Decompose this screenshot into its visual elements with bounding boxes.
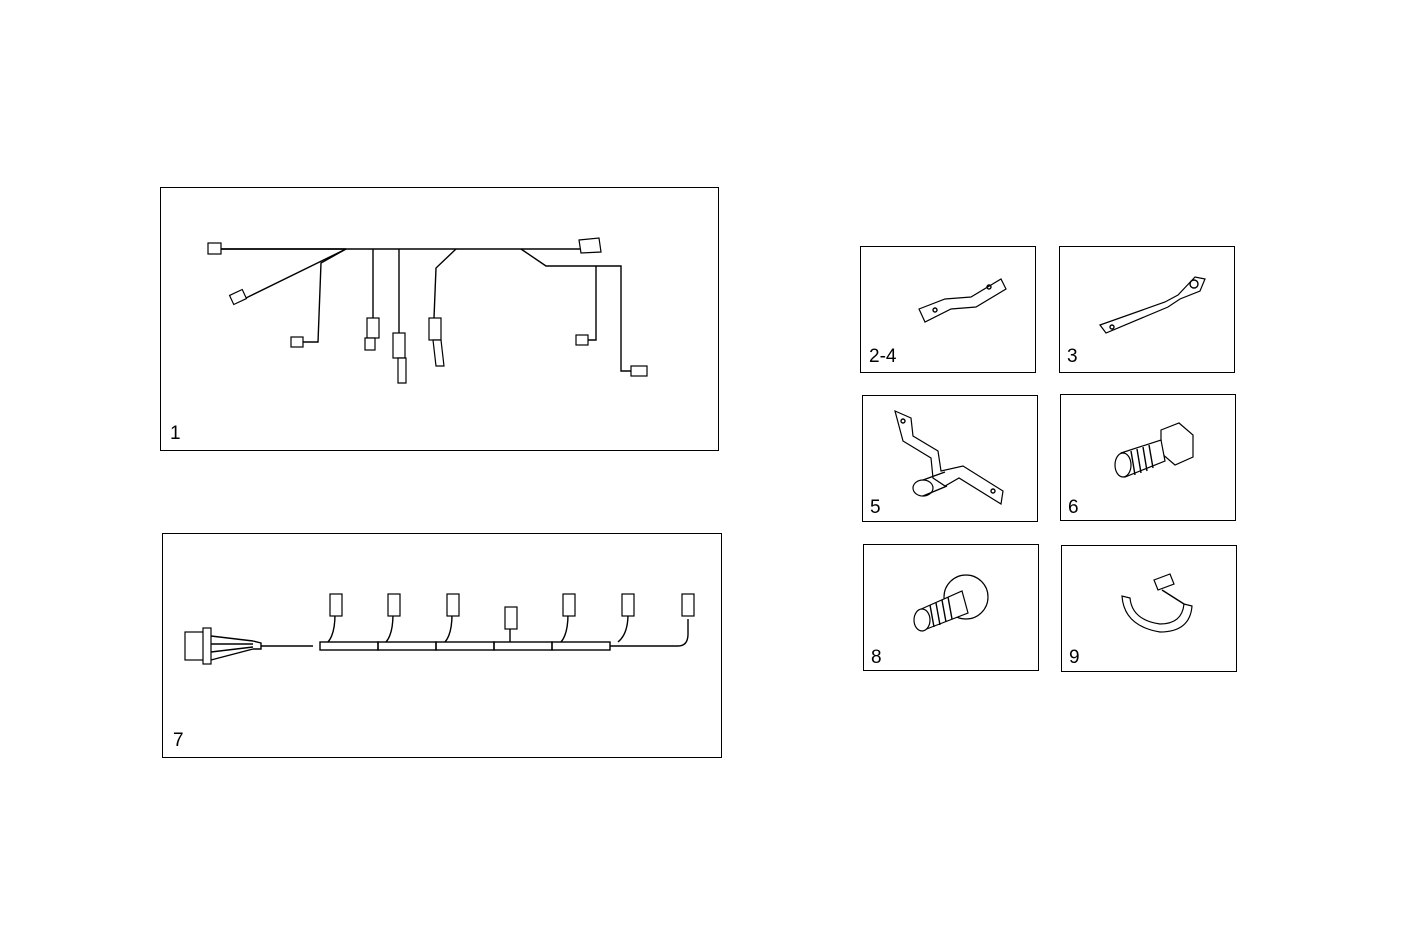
- part-panel-injector-harness[interactable]: 7: [162, 533, 722, 758]
- part-number-label: 9: [1069, 647, 1080, 668]
- part-number-label: 2-4: [869, 346, 897, 367]
- flange-bolt-icon: [913, 574, 989, 632]
- connector-harness-icon: [184, 593, 695, 665]
- hex-bolt-icon: [1114, 422, 1194, 478]
- cable-tie-icon: [1121, 573, 1193, 633]
- part-number-label: 1: [170, 423, 181, 444]
- bent-bracket-icon: [894, 409, 1004, 505]
- part-panel-flange-bolt[interactable]: 8: [863, 544, 1039, 671]
- wire-harness-icon: [207, 237, 648, 384]
- part-panel-harness-main[interactable]: 1: [160, 187, 719, 451]
- part-panel-bracket-b[interactable]: 3: [1059, 246, 1235, 373]
- part-number-label: 3: [1067, 346, 1078, 367]
- part-panel-bracket-a[interactable]: 2-4: [860, 246, 1036, 373]
- part-panel-bracket-c[interactable]: 5: [862, 395, 1038, 522]
- strap-bracket-icon: [1099, 276, 1206, 334]
- part-number-label: 7: [173, 730, 184, 751]
- part-panel-cable-tie[interactable]: 9: [1061, 545, 1237, 672]
- flat-bracket-icon: [918, 278, 1007, 323]
- part-number-label: 5: [870, 497, 881, 518]
- part-panel-hex-bolt[interactable]: 6: [1060, 394, 1236, 521]
- part-number-label: 6: [1068, 497, 1079, 518]
- part-number-label: 8: [871, 647, 882, 668]
